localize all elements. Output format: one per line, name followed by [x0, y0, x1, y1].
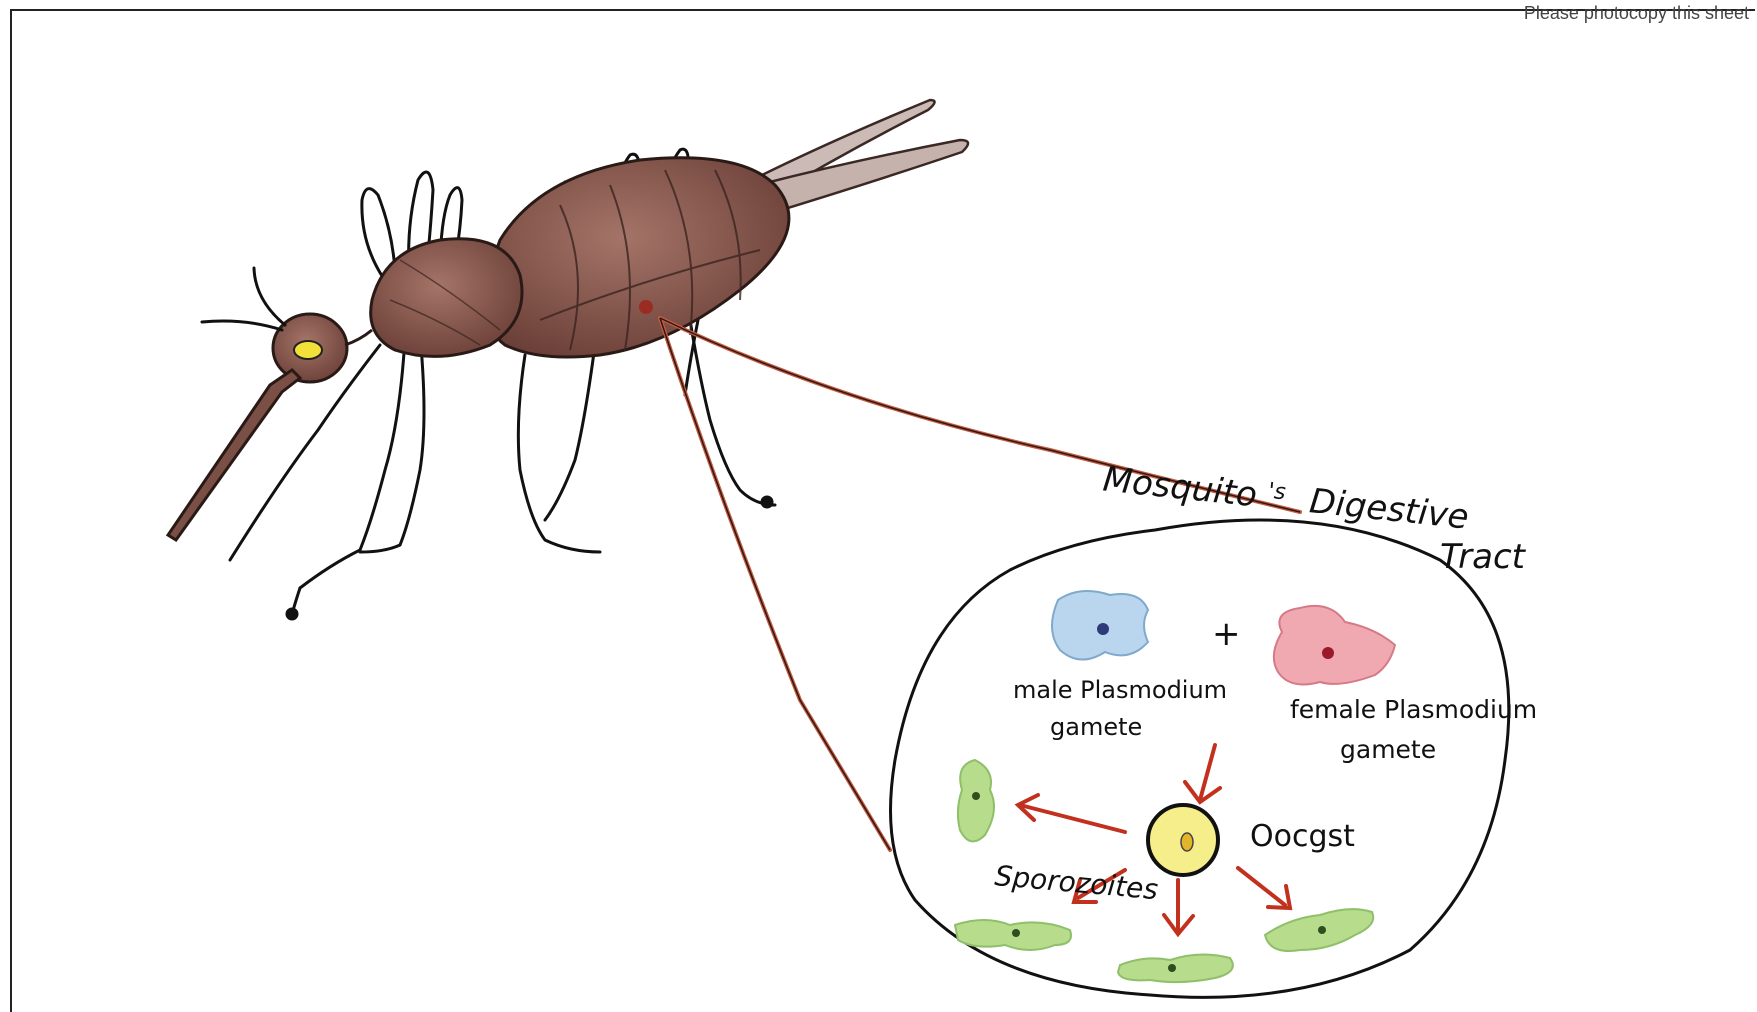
- oocyst-label: Oocgst: [1250, 819, 1355, 854]
- sporozoites-label: Sporozoites: [993, 859, 1159, 906]
- mosquito-proboscis: [168, 370, 300, 540]
- title-part-possessive: 's: [1267, 479, 1287, 506]
- title-part-tract: Tract: [1440, 537, 1527, 577]
- eye-icon: [294, 341, 322, 359]
- male-gamete-label: male Plasmodium gamete: [1013, 676, 1235, 741]
- title-part-digestive: Digestive: [1308, 481, 1471, 537]
- sporozoite-cell: [958, 760, 994, 841]
- diagram-title: Mosquito 's Digestive: [1101, 449, 1472, 537]
- female-gamete-cell: [1274, 606, 1395, 685]
- digestive-tract-point: [639, 300, 653, 314]
- title-part-mosquito: Mosquito: [1101, 459, 1259, 515]
- mosquito-antennae: [202, 268, 285, 330]
- arrow-to-oocyst: [1185, 745, 1220, 802]
- plus-sign: +: [1212, 614, 1241, 654]
- mosquito: [168, 100, 968, 619]
- mosquito-abdomen: [486, 158, 789, 357]
